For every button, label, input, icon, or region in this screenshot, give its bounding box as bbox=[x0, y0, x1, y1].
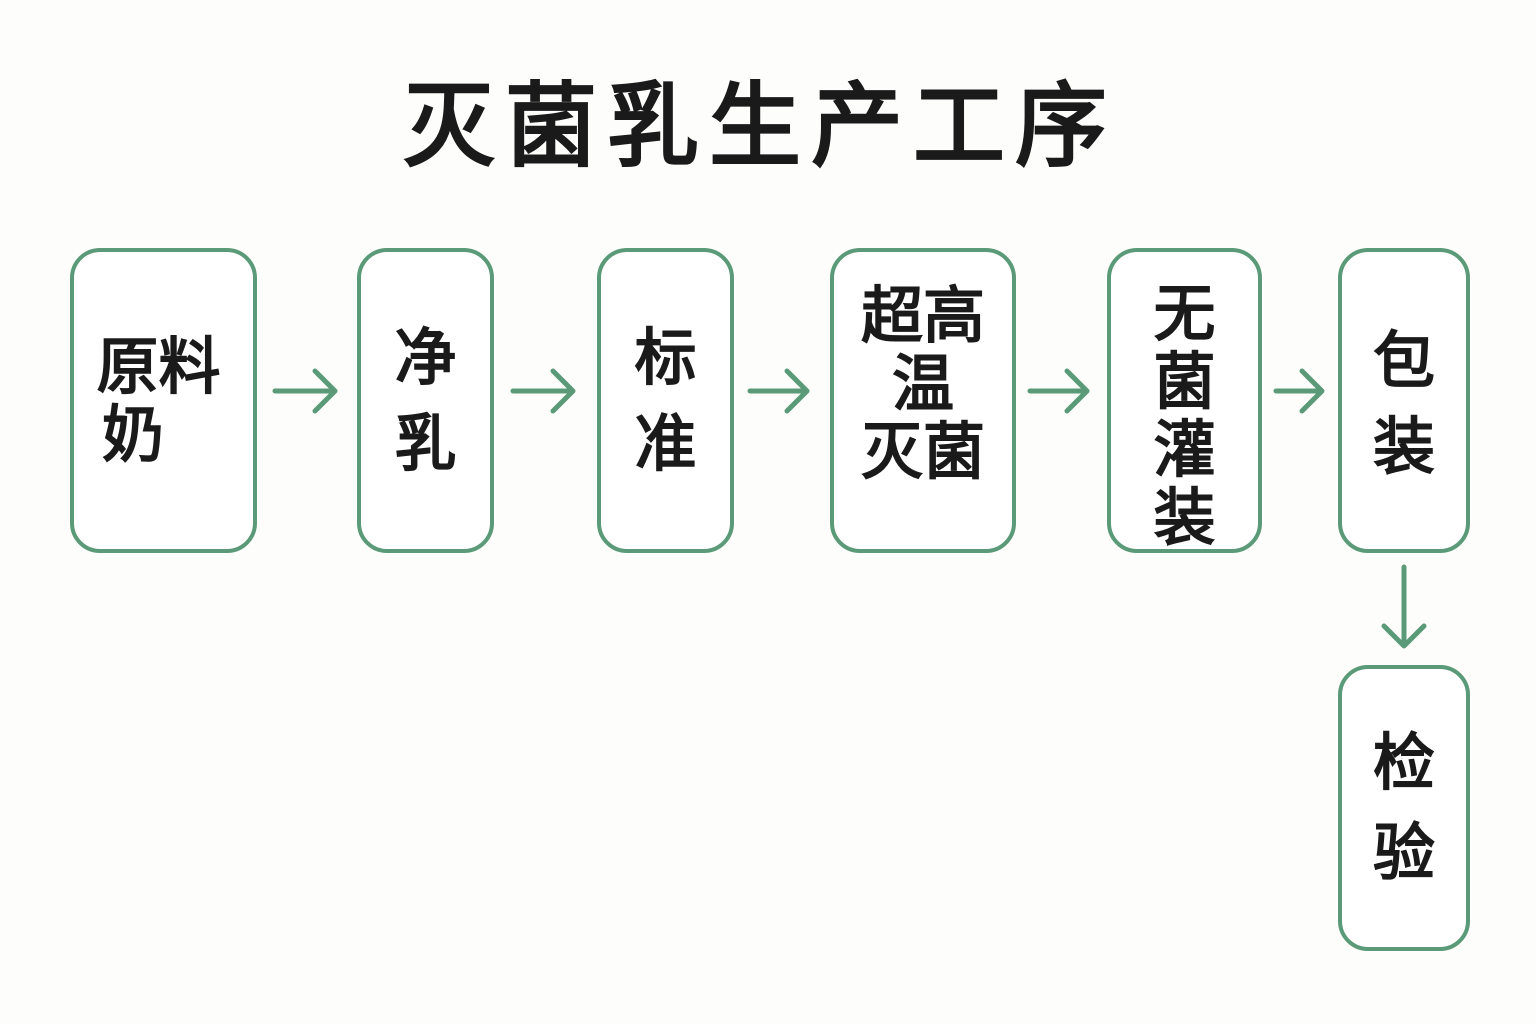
arrow-right-icon bbox=[1273, 368, 1325, 414]
step-label-line: 菌 bbox=[1153, 345, 1216, 418]
step-label-line: 装 bbox=[1372, 410, 1435, 483]
step-label-line: 装 bbox=[1153, 481, 1216, 554]
step-label-line: 无 bbox=[1153, 277, 1216, 350]
step-label-line: 灌 bbox=[1153, 413, 1216, 486]
arrow-right-icon bbox=[272, 368, 338, 414]
step-aseptic-filling: 无 菌 灌 装 bbox=[1107, 248, 1262, 553]
step-label-line: 标 bbox=[634, 320, 697, 394]
step-label-line: 奶 bbox=[102, 397, 165, 471]
step-label-line: 超高 bbox=[860, 279, 985, 352]
diagram-title: 灭菌乳生产工序 bbox=[402, 73, 1117, 180]
arrow-right-icon bbox=[747, 368, 810, 414]
step-uht-sterilization: 超高 温 灭菌 bbox=[830, 248, 1016, 553]
arrow-right-icon bbox=[510, 368, 576, 414]
step-inspection: 检 验 bbox=[1338, 665, 1470, 951]
step-label-line: 温 bbox=[891, 347, 954, 420]
step-label-line: 准 bbox=[634, 406, 697, 480]
step-label-line: 原料 bbox=[96, 329, 221, 403]
step-standardization: 标 准 bbox=[597, 248, 734, 553]
arrow-down-icon bbox=[1381, 564, 1427, 649]
step-label-line: 验 bbox=[1372, 816, 1435, 889]
step-label-line: 灭菌 bbox=[860, 415, 985, 488]
step-packaging: 包 装 bbox=[1338, 248, 1470, 553]
step-clarification: 净 乳 bbox=[357, 248, 494, 553]
step-raw-milk: 原料 奶 bbox=[70, 248, 257, 553]
step-label-line: 检 bbox=[1372, 726, 1435, 799]
arrow-right-icon bbox=[1027, 368, 1090, 414]
step-label-line: 净 bbox=[394, 320, 457, 394]
step-label-line: 乳 bbox=[394, 406, 457, 480]
step-label-line: 包 bbox=[1372, 324, 1435, 397]
